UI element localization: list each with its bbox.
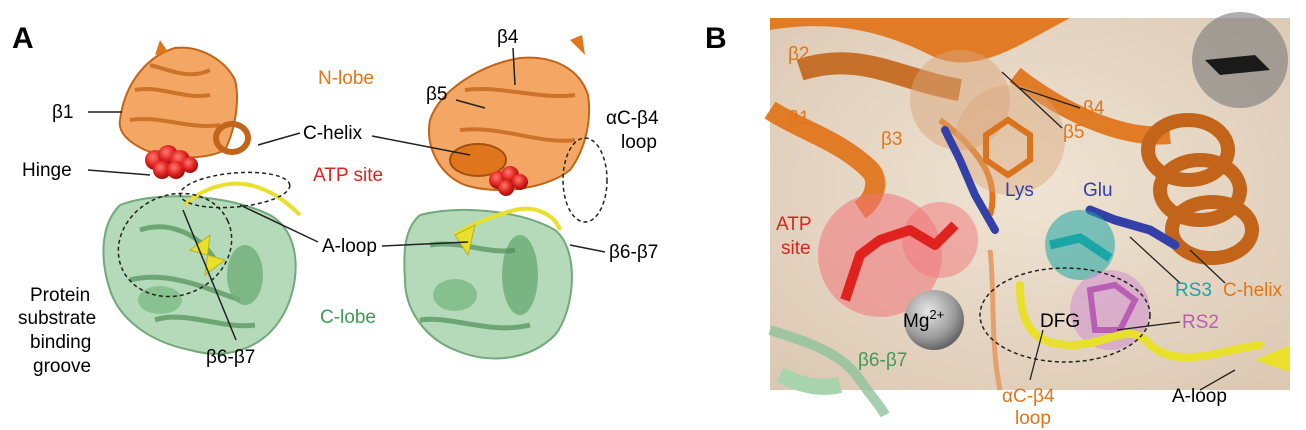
panel-a-leader-lines — [87, 47, 606, 341]
right-atp-spheres — [489, 166, 528, 196]
left-kinase-structure — [102, 40, 302, 355]
panel-b: B — [705, 12, 1290, 429]
label-rs2: RS2 — [1182, 312, 1219, 333]
panel-a-labels: β1 Hinge Protein substrate binding groov… — [18, 27, 659, 377]
label-mg: Mg2+ — [903, 307, 944, 332]
mg-sphere — [904, 290, 964, 350]
panel-a-letter: A — [12, 22, 34, 55]
label-beta67-right: β6-β7 — [609, 242, 658, 263]
panel-b-leader-lines — [1001, 71, 1236, 391]
panel-a: A — [12, 22, 659, 377]
label-ac-b4-loop-line1: αC-β4 — [606, 108, 659, 129]
left-atp-spheres — [145, 145, 198, 179]
left-n-lobe-ribbon — [118, 46, 238, 159]
panel-b-labels: β2 β1 β3 β4 β5 Lys Glu ATP site RS3 C-he… — [776, 44, 1283, 429]
panel-b-letter: B — [705, 22, 727, 55]
label-beta67-b: β6-β7 — [858, 350, 907, 371]
label-c-helix-a: C-helix — [303, 123, 363, 144]
label-protein-substrate-line1: Protein — [30, 285, 90, 306]
label-protein-substrate-line4: groove — [33, 356, 91, 377]
right-c-lobe-ribbon — [403, 209, 573, 360]
panel-b-structure — [764, 12, 1290, 418]
label-atp-site-b-line2: site — [781, 238, 811, 259]
label-ac-b4-loop-b-line1: αC-β4 — [1002, 386, 1055, 407]
label-beta5-a: β5 — [426, 84, 448, 105]
label-dfg: DFG — [1040, 311, 1080, 332]
label-beta5-b: β5 — [1063, 122, 1085, 143]
label-ac-b4-loop-line2: loop — [621, 132, 657, 153]
label-hinge: Hinge — [22, 160, 72, 181]
label-protein-substrate-line3: binding — [30, 332, 91, 353]
label-beta3-b: β3 — [881, 129, 903, 150]
label-protein-substrate-line2: substrate — [18, 308, 96, 329]
label-c-lobe: C-lobe — [320, 307, 376, 328]
dfg-dashed-outline — [979, 267, 1151, 363]
right-ac-b4-loop-outline — [562, 137, 608, 223]
left-substrate-groove-outline — [117, 192, 233, 298]
label-atp-site-b-line1: ATP — [776, 214, 812, 235]
label-beta2-b: β2 — [788, 44, 810, 65]
label-atp-site-a: ATP site — [313, 165, 383, 186]
left-a-loop-ribbon — [183, 181, 302, 217]
right-a-loop-ribbon — [453, 206, 562, 237]
label-beta67-left: β6-β7 — [206, 347, 255, 368]
panel-b-a-loop-ribbon — [1016, 281, 1264, 362]
label-ac-b4-loop-b-line2: loop — [1015, 408, 1051, 429]
left-c-lobe-ribbon — [102, 195, 297, 355]
label-rs3: RS3 — [1175, 280, 1212, 301]
label-lys: Lys — [1005, 180, 1034, 201]
right-kinase-structure — [403, 35, 608, 360]
label-beta4-b: β4 — [1083, 98, 1105, 119]
label-a-loop-b: A-loop — [1172, 386, 1227, 407]
label-beta1-b: β1 — [788, 108, 810, 129]
label-beta4-a: β4 — [497, 27, 519, 48]
label-a-loop-a: A-loop — [322, 236, 377, 257]
label-c-helix-b: C-helix — [1223, 280, 1283, 301]
label-n-lobe: N-lobe — [318, 68, 374, 89]
label-glu: Glu — [1083, 180, 1113, 201]
label-beta1-a: β1 — [52, 102, 74, 123]
